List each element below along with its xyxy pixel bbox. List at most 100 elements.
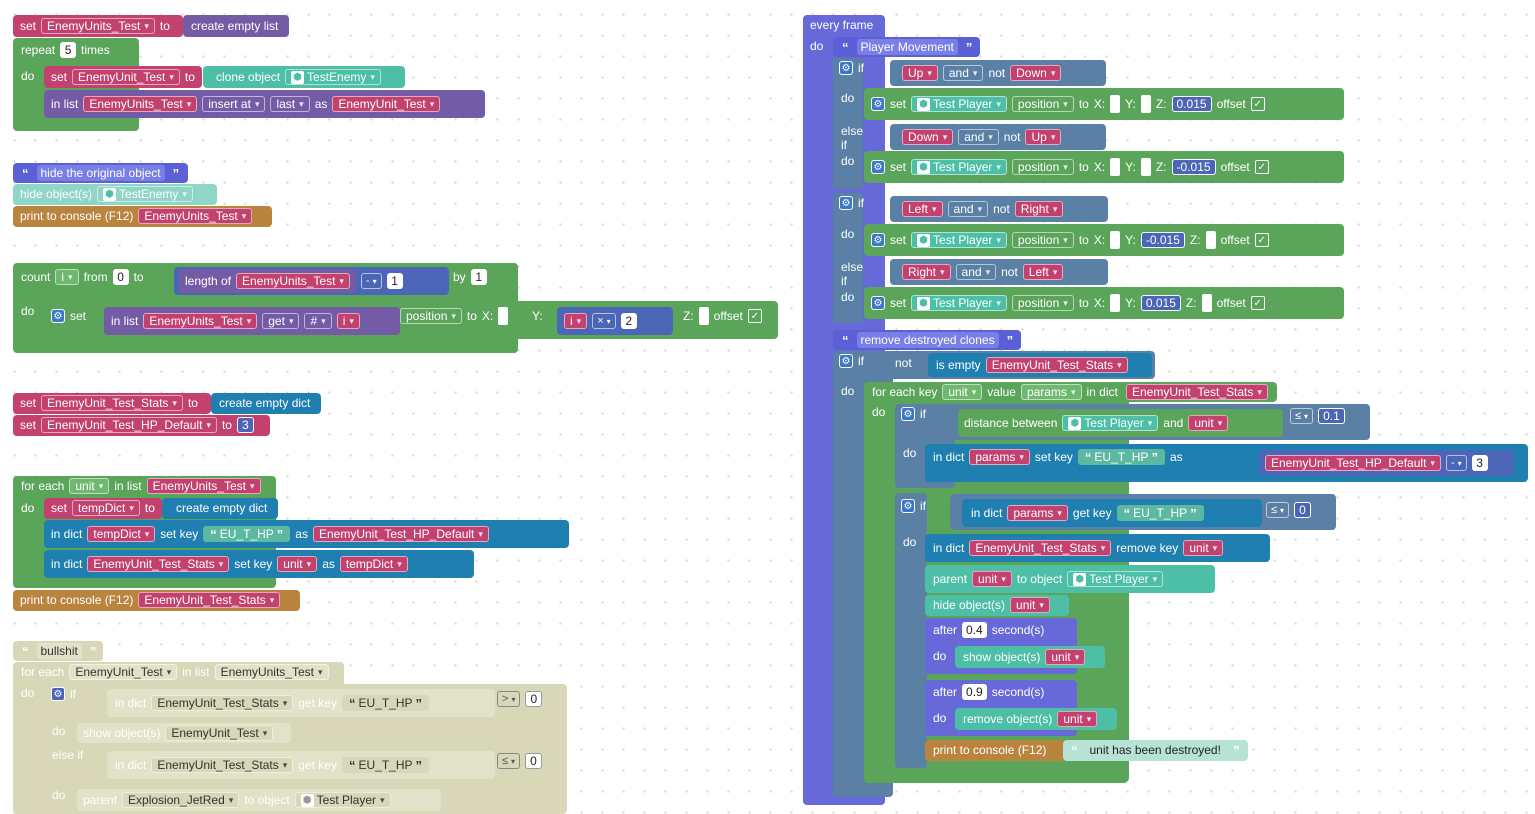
create-empty-dict-block[interactable]: create empty dict (162, 498, 278, 519)
minus-operator[interactable]: - (1445, 455, 1467, 471)
position-dropdown[interactable]: position (1011, 96, 1074, 112)
after-delay[interactable]: 0.4 (962, 622, 987, 638)
compare-value[interactable]: 0 (525, 753, 542, 769)
hide-unit-block[interactable]: hide object(s) unit (925, 595, 1069, 616)
minus-hp-block[interactable]: EnemyUnit_Test_HP_Default - 3 (1259, 450, 1514, 476)
if-up-down-block[interactable]: ⚙ if do else if do (833, 58, 864, 189)
var-enemyunits-test[interactable]: EnemyUnits_Test (83, 96, 198, 112)
var-enemyunit-test-stats[interactable]: EnemyUnit_Test_Stats (985, 357, 1128, 373)
length-of-list-block[interactable]: length of EnemyUnits_Test (179, 269, 356, 293)
x-value-field[interactable] (498, 307, 509, 325)
last-dropdown[interactable]: last (270, 96, 310, 112)
comment-text[interactable]: bullshit (36, 643, 82, 659)
position-dropdown[interactable]: position (400, 308, 462, 324)
lte-operator[interactable]: ≤ (497, 753, 521, 769)
minus-value[interactable]: 3 (1471, 455, 1488, 471)
var-i[interactable]: i (564, 313, 588, 329)
print-console-block[interactable]: print to console (F12) EnemyUnits_Test (13, 206, 272, 227)
var-enemyunit-test-stats[interactable]: EnemyUnit_Test_Stats (151, 695, 294, 711)
z-value-field[interactable] (1205, 231, 1216, 249)
repeat-count[interactable]: 5 (60, 42, 77, 58)
disabled-get-key-block-2[interactable]: in dict EnemyUnit_Test_Stats get key “EU… (107, 751, 495, 779)
dict-set-key-stats-block[interactable]: in dict EnemyUnit_Test_Stats set key uni… (44, 550, 474, 578)
set-enemyunit-clone-block[interactable]: set EnemyUnit_Test to (44, 66, 202, 88)
var-explosion[interactable]: Explosion_JetRed (122, 792, 240, 808)
var-params[interactable]: params (1007, 505, 1068, 521)
if-left-right-block[interactable]: ⚙ if do else if do (833, 193, 864, 323)
var-enemyunit-test[interactable]: EnemyUnit_Test (332, 96, 441, 112)
gear-icon[interactable]: ⚙ (871, 233, 885, 247)
var-enemyunit-test[interactable]: EnemyUnit_Test (165, 725, 274, 741)
var-hp-default[interactable]: EnemyUnit_Test_HP_Default (41, 417, 217, 433)
var-params[interactable]: params (1020, 384, 1082, 400)
multiply-block[interactable]: i × 2 (557, 307, 673, 335)
key-right[interactable]: Right (1014, 201, 1064, 217)
set-position-right[interactable]: ⚙ set ⬢Test Player position to X: Y: 0.0… (864, 287, 1344, 319)
count-from-value[interactable]: 0 (112, 269, 129, 285)
key-string[interactable]: “EU_T_HP” (341, 695, 430, 711)
gear-icon[interactable]: ⚙ (51, 687, 65, 701)
hp-default-value[interactable]: 3 (236, 417, 254, 433)
object-test-player[interactable]: ⬢Test Player (1062, 415, 1159, 431)
and-dropdown[interactable]: and (955, 264, 997, 280)
var-unit[interactable]: unit (1188, 415, 1229, 431)
key-string[interactable]: “EU_T_HP” (1077, 449, 1165, 465)
var-enemyunits-test[interactable]: EnemyUnits_Test (143, 313, 258, 329)
object-test-player[interactable]: ⬢Test Player (1067, 571, 1164, 587)
gear-icon[interactable]: ⚙ (901, 407, 915, 421)
and-dropdown[interactable]: and (958, 129, 999, 145)
var-enemyunit-test-stats[interactable]: EnemyUnit_Test_Stats (138, 592, 281, 608)
key-up[interactable]: Up (1025, 129, 1062, 145)
print-console-block[interactable]: print to console (F12) EnemyUnit_Test_St… (13, 590, 300, 611)
var-i[interactable]: i (55, 269, 79, 285)
remove-key-block[interactable]: in dict EnemyUnit_Test_Stats remove key … (925, 534, 1270, 562)
and-dropdown[interactable]: and (942, 65, 984, 81)
cond-left-not-right[interactable]: Left and not Right (890, 196, 1108, 222)
var-unit[interactable]: unit (1010, 597, 1050, 613)
z-value[interactable]: -0.015 (1171, 159, 1216, 175)
count-by-value[interactable]: 1 (470, 269, 487, 285)
gt-operator[interactable]: > (497, 691, 521, 707)
var-unit[interactable]: unit (1045, 649, 1086, 665)
string-text[interactable]: unit has been destroyed! (1085, 742, 1225, 758)
offset-checkbox[interactable]: ✓ (747, 309, 762, 323)
length-of-block[interactable]: length of EnemyUnits_Test - 1 (174, 267, 449, 295)
get-from-list-block[interactable]: in list EnemyUnits_Test get # i (104, 307, 400, 335)
remove-object-block[interactable]: remove object(s) unit (955, 708, 1117, 730)
get-dropdown[interactable]: get (262, 313, 300, 329)
x-value-field[interactable] (1110, 158, 1121, 176)
hp-threshold[interactable]: 0 (1294, 502, 1311, 518)
offset-checkbox[interactable]: ✓ (1254, 160, 1269, 174)
y-value[interactable]: -0.015 (1140, 232, 1185, 248)
var-unit[interactable]: unit (69, 478, 110, 494)
comment-text[interactable]: Player Movement (856, 39, 958, 55)
print-destroyed-block[interactable]: print to console (F12) (925, 740, 1065, 761)
comment-bullshit[interactable]: “ bullshit ” (13, 641, 103, 661)
cond-right-not-left[interactable]: Right and not Left (890, 259, 1108, 285)
set-position-up[interactable]: ⚙ set ⬢Test Player position to X: Y: Z: … (864, 88, 1344, 120)
disabled-show-block[interactable]: show object(s) EnemyUnit_Test (77, 723, 291, 743)
y-value[interactable]: 0.015 (1140, 295, 1181, 311)
comment-text[interactable]: hide the original object (36, 165, 165, 181)
var-enemyunit-test-stats[interactable]: EnemyUnit_Test_Stats (969, 540, 1112, 556)
parent-block[interactable]: parent unit to object ⬢Test Player (925, 565, 1215, 593)
var-enemyunits-test[interactable]: EnemyUnits_Test (214, 664, 329, 680)
key-down[interactable]: Down (1010, 65, 1062, 81)
cond-down-not-up[interactable]: Down and not Up (890, 124, 1106, 150)
insert-list-block[interactable]: in list EnemyUnits_Test insert at last a… (44, 90, 485, 118)
set-stats-block[interactable]: set EnemyUnit_Test_Stats to (13, 393, 211, 414)
and-dropdown[interactable]: and (947, 201, 989, 217)
var-enemyunit-test-stats[interactable]: EnemyUnit_Test_Stats (87, 556, 230, 572)
var-enemyunits-test[interactable]: EnemyUnits_Test (236, 273, 350, 289)
if-hp-zero-block[interactable]: ⚙ if do (895, 493, 927, 768)
hash-dropdown[interactable]: # (304, 313, 332, 329)
is-empty-block[interactable]: is empty EnemyUnit_Test_Stats (928, 353, 1152, 377)
x-value-field[interactable] (1110, 294, 1121, 312)
position-dropdown[interactable]: position (1011, 232, 1074, 248)
set-enemyunits-list-block[interactable]: set EnemyUnits_Test to (13, 15, 183, 37)
object-test-player[interactable]: ⬢Test Player (294, 792, 391, 808)
object-testenemy[interactable]: ⬢TestEnemy (285, 69, 381, 85)
object-test-player[interactable]: ⬢Test Player (911, 295, 1007, 311)
key-down[interactable]: Down (902, 129, 954, 145)
var-enemyunits-test[interactable]: EnemyUnits_Test (41, 18, 155, 34)
